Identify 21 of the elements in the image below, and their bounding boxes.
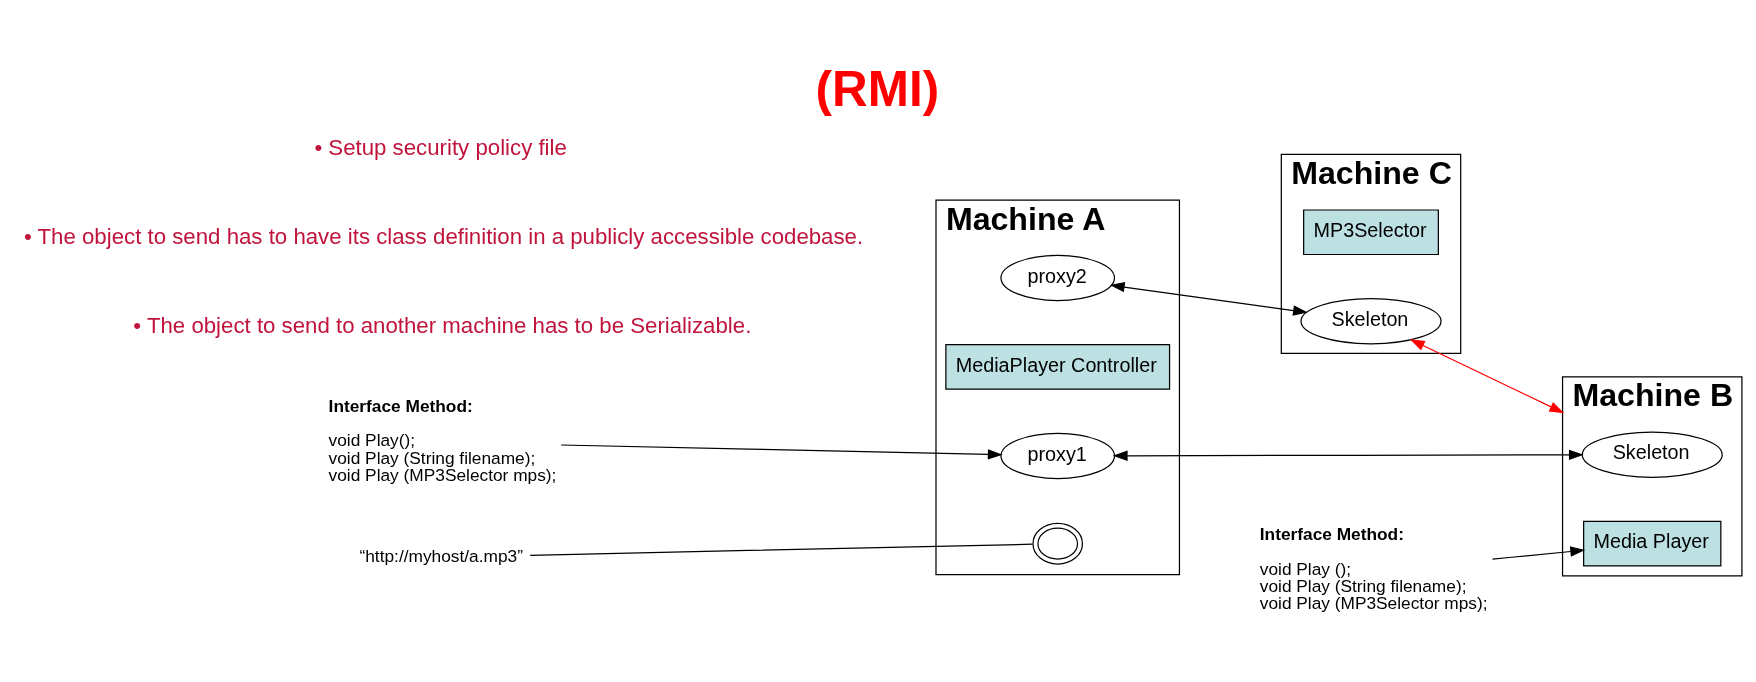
label: • Setup security policy file bbox=[314, 134, 567, 160]
label: • The object to send to another machine has to be Serializable. bbox=[133, 312, 752, 338]
node-text: Interface Method: void Play (); void Play (String filename); void Play (MP3Selector mps); bbox=[1259, 524, 1488, 614]
connector bbox=[529, 543, 1034, 556]
node-ellipse: proxy1 bbox=[1000, 432, 1116, 480]
node-box: Media Player bbox=[1583, 520, 1722, 567]
node-text: “http://myhost/a.mp3” bbox=[359, 545, 523, 566]
arrow bbox=[1109, 281, 1308, 316]
arrow bbox=[1409, 339, 1565, 414]
node-text: Interface Method: void Play(); void Play (String filename); void Play (MP3Selector mps); bbox=[328, 395, 557, 485]
arrow bbox=[1491, 546, 1586, 560]
arrow bbox=[1112, 449, 1584, 461]
node-ellipse: Skeleton bbox=[1300, 298, 1442, 345]
label: • The object to send has to have its class definition in a publicly accessible codebase. bbox=[23, 223, 864, 249]
node-ellipse: proxy2 bbox=[1000, 254, 1116, 302]
diagram-title: (RMI) bbox=[815, 61, 940, 117]
arrow bbox=[560, 444, 1003, 460]
node-box: MP3Selector bbox=[1303, 209, 1439, 256]
node-ellipse: Skeleton bbox=[1581, 431, 1723, 478]
node-circle bbox=[1032, 522, 1084, 565]
node-box: MediaPlayer Controller bbox=[945, 344, 1171, 390]
